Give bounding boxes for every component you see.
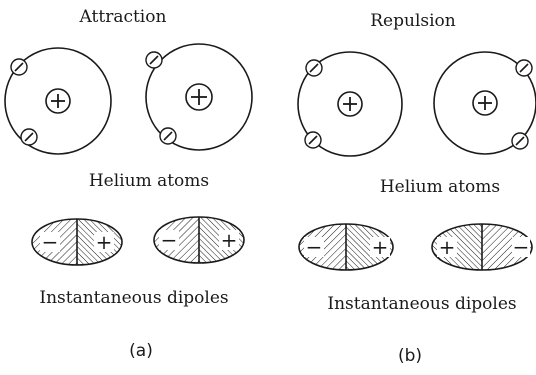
electron-icon	[515, 59, 533, 77]
negative-pole: −	[306, 235, 323, 259]
electron-icon	[511, 132, 529, 150]
dipole-b2: + −	[431, 223, 533, 271]
positive-pole: +	[439, 235, 456, 259]
nucleus-icon	[45, 88, 71, 114]
negative-pole: −	[161, 228, 178, 252]
helium-atom-a2	[145, 43, 253, 151]
dipole-a2: − +	[153, 216, 245, 264]
dipoles-label-a: Instantaneous dipoles	[39, 288, 228, 308]
helium-atoms-label-b: Helium atoms	[380, 177, 500, 197]
part-label-a: (a)	[129, 341, 153, 361]
positive-pole: +	[221, 228, 238, 252]
electron-icon	[10, 58, 28, 76]
dipole-a1: − +	[31, 218, 123, 266]
electron-icon	[159, 127, 177, 145]
nucleus-icon	[337, 91, 363, 117]
attraction-title: Attraction	[79, 7, 167, 27]
helium-atom-b2	[433, 51, 536, 155]
positive-pole: +	[372, 235, 389, 259]
positive-pole: +	[96, 230, 113, 254]
part-label-b: (b)	[398, 346, 422, 366]
dipole-b1: − +	[298, 223, 394, 271]
helium-atoms-label-a: Helium atoms	[89, 171, 209, 191]
electron-icon	[20, 128, 38, 146]
helium-atom-a1	[4, 47, 112, 155]
electron-icon	[305, 59, 323, 77]
electron-icon	[304, 131, 322, 149]
negative-pole: −	[42, 230, 59, 254]
nucleus-icon	[472, 90, 498, 116]
helium-atom-b1	[297, 51, 403, 157]
negative-pole: −	[513, 235, 530, 259]
nucleus-icon	[185, 83, 213, 111]
electron-icon	[145, 51, 163, 69]
dipoles-label-b: Instantaneous dipoles	[327, 294, 516, 314]
repulsion-title: Repulsion	[370, 11, 456, 31]
